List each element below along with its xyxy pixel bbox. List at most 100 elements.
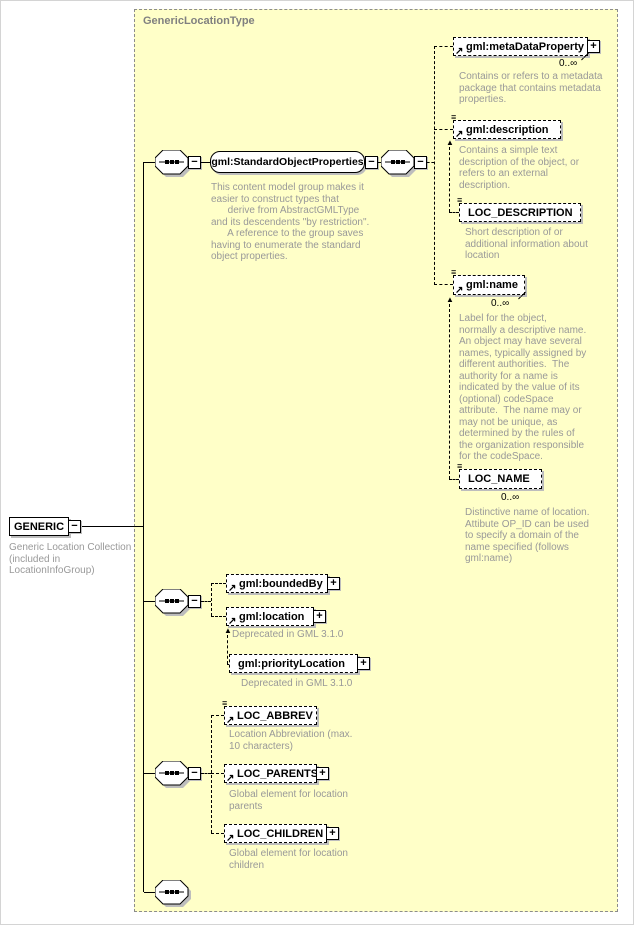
connector-line-dashed [211,833,224,834]
connector-line-dashed [211,773,224,774]
connector-line-dashed [427,162,434,163]
reference-arrow-icon: ↗ [228,616,237,627]
connector-line-dashed [201,773,211,774]
expand-icon[interactable]: + [316,766,329,780]
element-loc-abbrev[interactable]: ≡ ↗ LOC_ABBREV [222,699,317,726]
element-label: gml:location [239,610,305,623]
substitution-line [449,147,450,212]
connector-line-dashed [434,284,453,285]
content-model-icon: ≡ [451,112,457,122]
content-model-icon: ≡ [451,267,457,277]
connector-line [144,773,155,774]
connector-line-dashed [434,129,453,130]
element-gml-metadataproperty[interactable]: ↗ gml:metaDataProperty + [453,37,600,61]
element-label: LOC_DESCRIPTION [468,206,573,219]
element-label: gml:name [466,279,518,291]
connector-line [201,162,210,163]
connector-line-dashed [211,715,224,716]
annotation-location: Deprecated in GML 3.1.0 [232,629,344,640]
reference-arrow-icon: ↗ [226,833,235,844]
sequence-compositor[interactable] [154,588,192,623]
annotation-generic: Generic Location Collection (included in… [9,542,132,576]
group-label: gml:StandardObjectProperties [211,156,364,168]
reference-arrow-icon: ↗ [455,129,464,140]
connector-line [144,601,155,602]
reference-arrow-icon: ↗ [226,715,235,726]
sequence-compositor[interactable] [154,879,192,914]
annotation-metadataproperty: Contains or refers to a metadata package… [459,71,603,105]
sequence-compositor[interactable] [154,149,192,184]
connector-line [378,162,382,163]
element-loc-children[interactable]: ↗ LOC_CHILDREN + [224,824,339,844]
collapse-icon[interactable]: − [414,156,427,169]
annotation-name: Label for the object, normally a descrip… [459,313,587,462]
reference-arrow-icon: ↗ [228,583,237,594]
group-gml-standardobjectproperties[interactable]: gml:StandardObjectProperties [210,151,365,173]
annotation-prioritylocation: Deprecated in GML 3.1.0 [241,678,353,689]
reference-arrow-icon: ↗ [455,285,464,296]
annotation-loc-children: Global element for location children [229,848,348,871]
occurs-label: 0..∞ [491,298,510,309]
element-loc-name[interactable]: ≡ LOC_NAME [457,462,542,489]
annotation-loc-parents: Global element for location parents [229,789,348,812]
complextype-title: GenericLocationType [143,15,255,27]
connector-line-dashed [211,583,226,584]
sequence-icon [154,588,191,616]
content-model-icon: ≡ [457,461,463,471]
content-model-icon: ≡ [222,698,228,708]
element-label: gml:boundedBy [239,577,323,590]
substitution-line [449,304,450,479]
element-label: LOC_ABBREV [237,709,313,722]
element-label: gml:metaDataProperty [466,40,584,53]
substitution-line [449,212,459,213]
connector-line-dashed [434,46,453,47]
annotation-loc-abbrev: Location Abbreviation (max. 10 character… [229,729,353,752]
collapse-icon[interactable]: − [188,156,201,169]
expand-icon[interactable]: + [326,826,339,840]
element-loc-description[interactable]: ≡ LOC_DESCRIPTION [457,196,581,222]
element-label: gml:description [466,123,549,136]
sequence-compositor[interactable] [380,149,418,184]
connector-line-dashed [211,583,212,616]
collapse-icon[interactable]: − [188,767,201,780]
element-label: gml:priorityLocation [238,657,345,670]
collapse-icon[interactable]: − [68,519,81,533]
element-gml-boundedby[interactable]: ↗ gml:boundedBy + [226,574,340,594]
connector-line [143,162,144,892]
reference-arrow-icon: ↗ [455,46,464,57]
collapse-icon[interactable]: − [188,595,201,608]
annotation-description: Contains a simple text description of th… [459,145,580,191]
substitution-arrow-icon: ▲ [446,138,454,147]
element-gml-prioritylocation[interactable]: gml:priorityLocation + [229,654,370,673]
substitution-arrow-icon: ▲ [224,626,232,635]
substitution-line [227,664,230,665]
sequence-compositor[interactable] [154,760,192,795]
connector-line-dashed [201,601,211,602]
connector-line [144,892,155,893]
expand-icon[interactable]: + [313,609,326,623]
reference-arrow-icon: ↗ [226,773,235,784]
substitution-line [449,479,459,480]
content-model-icon: ≡ [457,195,463,205]
substitution-arrow-icon: ▲ [446,295,454,304]
element-gml-description[interactable]: ≡ ↗ gml:description [451,113,561,140]
element-loc-parents[interactable]: ↗ LOC_PARENTS + [224,764,329,784]
annotation-loc-name: Distinctive name of location. Attibute O… [465,507,590,564]
element-gml-name[interactable]: ≡ ↗ gml:name [451,268,526,300]
expand-icon[interactable]: + [327,576,340,590]
connector-line-dashed [434,46,435,285]
expand-icon[interactable]: + [357,656,370,670]
connector-line-dashed [211,616,226,617]
annotation-loc-description: Short description of or additional infor… [465,227,588,261]
sequence-icon [380,149,417,177]
sequence-icon [154,149,191,177]
element-gml-location[interactable]: ↗ gml:location + [226,607,326,627]
occurs-label: 0..∞ [559,58,578,69]
expand-icon[interactable]: + [587,39,600,53]
occurs-label: 0..∞ [501,492,520,503]
element-generic[interactable]: GENERIC − [9,517,81,536]
sequence-icon [154,879,191,907]
connector-line [144,162,155,163]
collapse-icon[interactable]: − [365,156,378,169]
